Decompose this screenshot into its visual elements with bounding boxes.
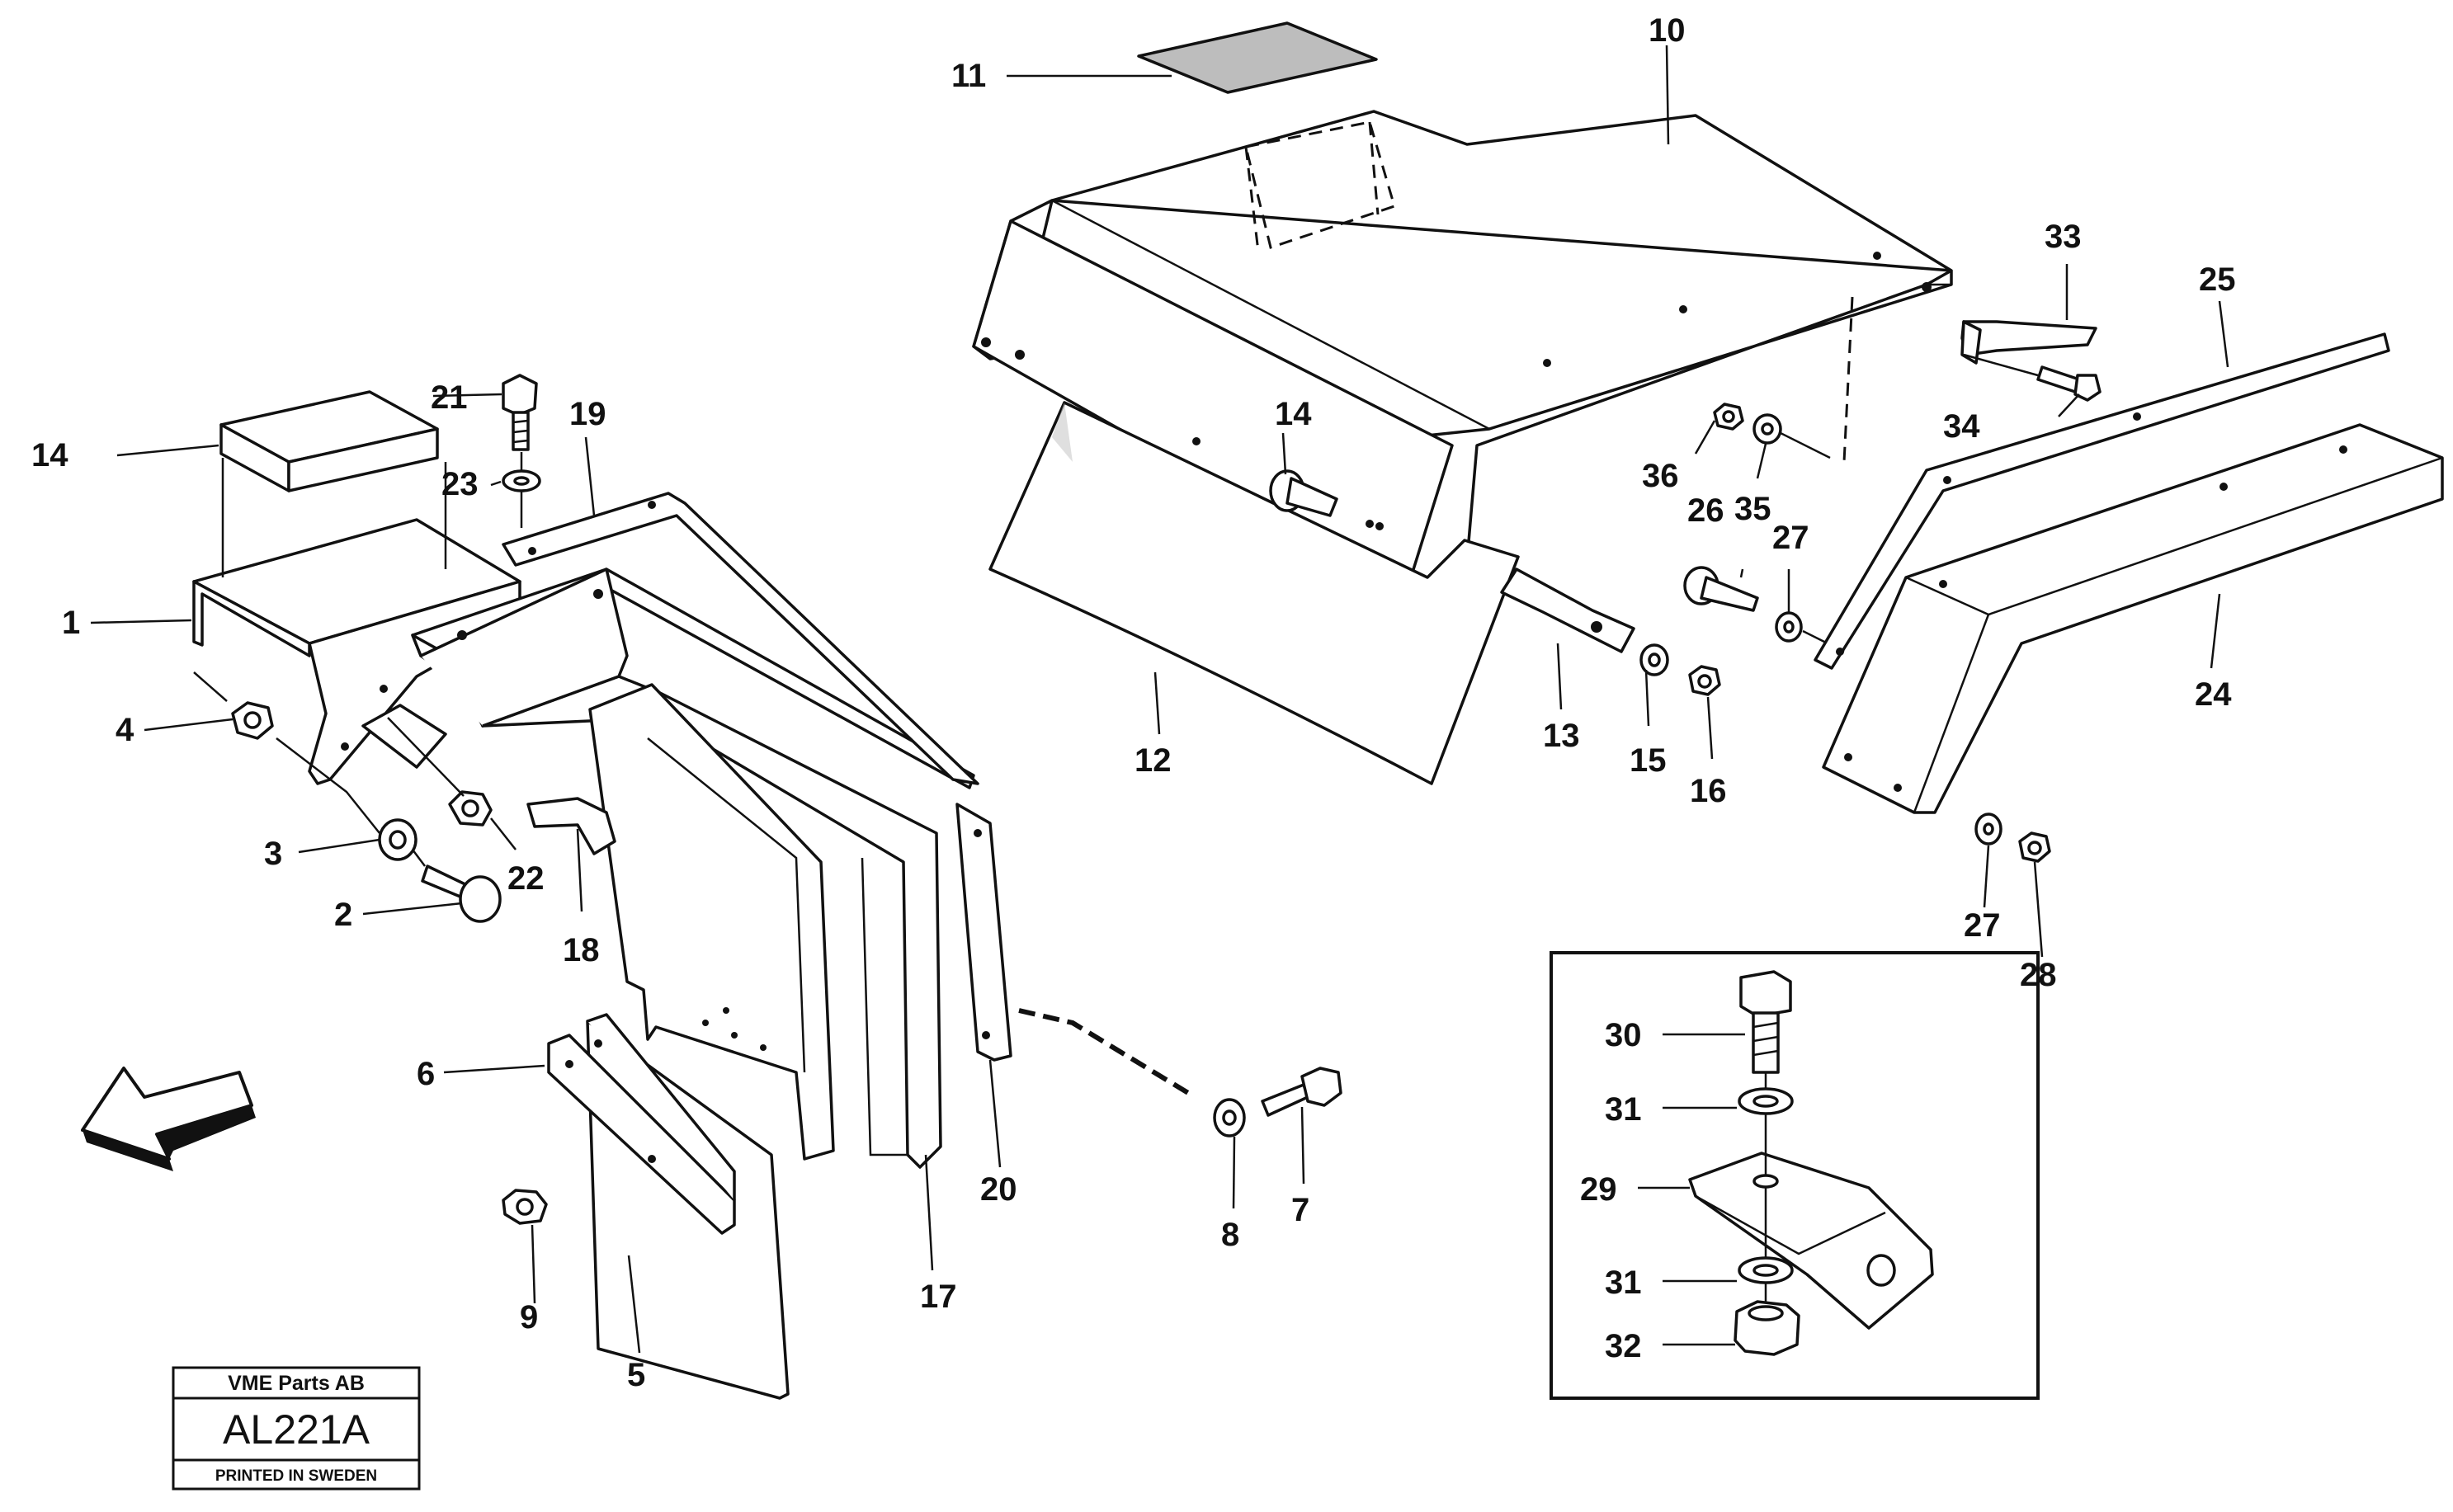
- callout-14-left: 14: [31, 437, 68, 473]
- mud-flap-part-12: [988, 401, 1520, 785]
- fender-part-17: [411, 568, 975, 1169]
- pad-part-14-left: [219, 390, 439, 492]
- callout-19: 19: [569, 396, 606, 432]
- bolt-part-7: [1261, 1067, 1342, 1117]
- strip-part-20: [955, 803, 1012, 1062]
- callout-18: 18: [563, 932, 600, 968]
- callout-5: 5: [627, 1357, 645, 1393]
- washer-part-23: [502, 452, 541, 528]
- callout-2: 2: [334, 897, 352, 933]
- callout-4: 4: [116, 712, 134, 748]
- nut-part-9: [502, 1189, 548, 1225]
- callout-33: 33: [2045, 219, 2082, 255]
- stamp-code: AL221A: [223, 1406, 370, 1453]
- callout-28: 28: [2020, 957, 2057, 993]
- callout-6: 6: [417, 1056, 435, 1092]
- nut-part-22: [387, 717, 493, 827]
- mud-flap-part-5: [586, 1020, 790, 1400]
- nut-part-4: [193, 671, 380, 834]
- callout-10: 10: [1649, 12, 1686, 49]
- leader-lines: [90, 45, 2229, 1354]
- strip-part-6: [547, 1013, 736, 1235]
- callout-30: 30: [1605, 1017, 1642, 1053]
- nut-part-36: [1713, 403, 1744, 431]
- stamp-footer: PRINTED IN SWEDEN: [215, 1467, 377, 1485]
- callout-1: 1: [62, 605, 80, 641]
- drawing-stamp: VME Parts AB AL221A PRINTED IN SWEDEN: [172, 1366, 421, 1491]
- strip-part-13: [1500, 568, 1635, 653]
- callout-15: 15: [1630, 742, 1667, 779]
- callout-21: 21: [431, 379, 468, 416]
- guide-line-35: [1780, 431, 1831, 459]
- callout-36: 36: [1642, 458, 1679, 494]
- washer-part-15: [1639, 643, 1669, 676]
- callout-34: 34: [1943, 408, 1980, 445]
- bolt-part-34: [1963, 353, 2102, 402]
- inner-plate: [588, 683, 835, 1161]
- callout-16: 16: [1690, 773, 1727, 809]
- callout-13: 13: [1543, 718, 1580, 754]
- dashed-link-lower: [1018, 1008, 1190, 1095]
- inset-detail-box: [1550, 951, 2040, 1400]
- callout-35: 35: [1734, 491, 1771, 527]
- dashed-link-upper: [1842, 296, 1854, 463]
- callout-32: 32: [1605, 1328, 1642, 1364]
- nut-part-32: [1734, 1300, 1800, 1356]
- callout-24: 24: [2195, 676, 2232, 713]
- callout-7: 7: [1291, 1192, 1309, 1228]
- bolt-part-2: [412, 849, 502, 923]
- strip-part-19: [502, 492, 979, 785]
- stamp-company: VME Parts AB: [228, 1372, 365, 1395]
- callout-14-right: 14: [1275, 396, 1312, 432]
- washer-part-31-upper: [1738, 1087, 1794, 1115]
- callout-26: 26: [1687, 492, 1724, 529]
- callout-27-upper: 27: [1772, 520, 1809, 556]
- callout-17: 17: [920, 1279, 957, 1315]
- bolt-part-21: [502, 374, 538, 451]
- direction-arrow-icon: [81, 1067, 256, 1171]
- fender-part-24: [1822, 423, 2444, 814]
- callout-23: 23: [441, 466, 479, 502]
- callout-31-lower: 31: [1605, 1265, 1642, 1301]
- callout-20: 20: [980, 1171, 1017, 1208]
- strip-part-25: [1814, 332, 2390, 670]
- callout-labels: 11 10 14 1 4 3 2 6 9 5 17 20 18 22 21 19…: [31, 12, 2236, 1393]
- callout-29: 29: [1580, 1171, 1617, 1208]
- callout-22: 22: [507, 860, 545, 897]
- callout-8: 8: [1221, 1217, 1239, 1253]
- washer-part-27-lower: [1974, 813, 2002, 845]
- callout-12: 12: [1135, 742, 1172, 779]
- callout-3: 3: [264, 836, 282, 872]
- washer-part-35: [1752, 413, 1782, 445]
- bracket-part-29: [1688, 1152, 1934, 1330]
- washer-part-8: [1213, 1098, 1246, 1138]
- bracket-part-18: [526, 797, 616, 855]
- bolt-part-30: [1739, 970, 1792, 1074]
- callout-31-upper: 31: [1605, 1091, 1642, 1128]
- bolt-part-26: [1683, 566, 1759, 612]
- washer-part-3: [378, 818, 417, 861]
- callout-9: 9: [520, 1299, 538, 1335]
- nut-part-16: [1688, 665, 1721, 696]
- washer-part-31-lower: [1738, 1256, 1794, 1284]
- callout-27-lower: 27: [1964, 907, 2001, 944]
- callout-25: 25: [2199, 261, 2236, 298]
- callout-11: 11: [951, 58, 986, 94]
- bracket-part-33: [1960, 320, 2097, 365]
- nut-part-28: [2018, 831, 2051, 863]
- pad-part-11: [1137, 21, 1378, 94]
- bolt-part-14-right: [1269, 469, 1384, 530]
